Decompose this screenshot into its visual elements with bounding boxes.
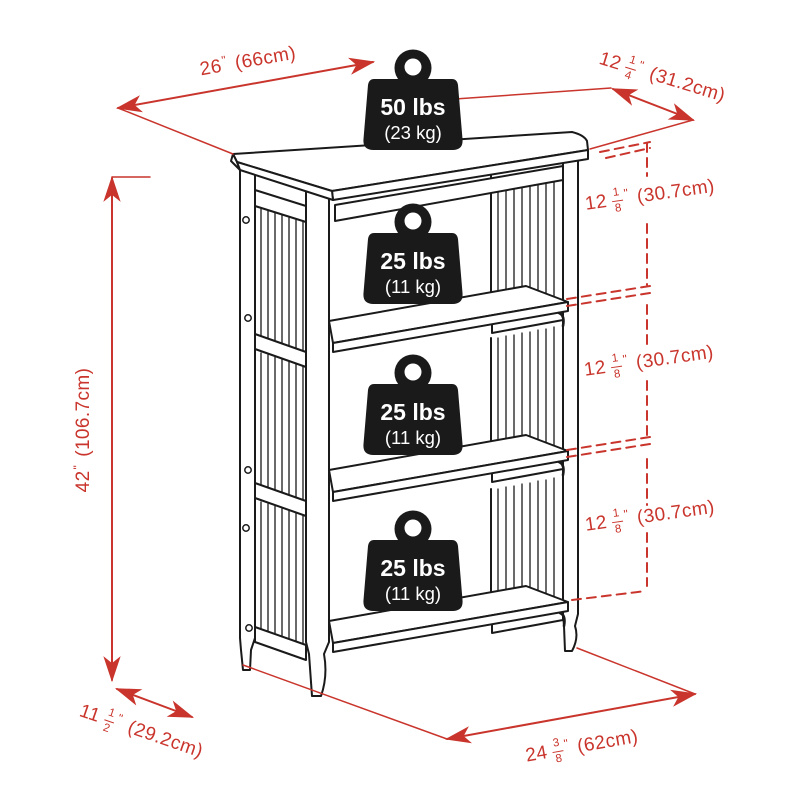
right-side-panel	[490, 169, 564, 634]
weight-icon-shelf-1: 25 lbs (11 kg)	[363, 203, 463, 304]
weight-kilograms-label: (23 kg)	[384, 122, 442, 143]
shelf-1	[328, 285, 569, 353]
dim-line-top-depth	[454, 87, 696, 159]
numerator: 1	[610, 185, 623, 202]
whole-number: 12	[596, 48, 624, 75]
dim-line-bottom-depth	[114, 688, 195, 718]
weight-pounds-label: 25 lbs	[380, 248, 445, 274]
right-slats	[497, 177, 555, 620]
whole-number: 24	[523, 742, 550, 767]
back-left-leg	[239, 165, 256, 671]
weight-pounds-label: 25 lbs	[380, 399, 445, 425]
dim-dashes-shelf-spacing	[566, 142, 651, 601]
weight-pounds-label: 25 lbs	[380, 555, 445, 581]
front-right-leg	[562, 150, 579, 652]
screw-holes	[242, 216, 253, 632]
numerator: 1	[609, 351, 622, 368]
denominator: 8	[554, 752, 564, 766]
weight-kilograms-label: (11 kg)	[385, 276, 441, 297]
left-rail-3	[254, 626, 307, 661]
dim-line-top-width	[115, 57, 376, 155]
left-rail-2	[254, 482, 307, 517]
denominator: 2	[101, 721, 112, 735]
weight-icon-shelf-2: 25 lbs (11 kg)	[363, 354, 463, 455]
inch-mark: "	[622, 186, 630, 201]
weight-kilograms-label: (11 kg)	[385, 583, 441, 604]
left-top-rail	[254, 189, 307, 223]
imperial-value: 42 "	[71, 464, 95, 493]
shelf-2	[328, 434, 569, 502]
weight-pounds-label: 50 lbs	[380, 94, 445, 120]
denominator: 4	[623, 68, 634, 83]
inch-mark: "	[621, 352, 629, 367]
shelf-3	[328, 585, 569, 653]
front-left-leg	[305, 183, 330, 697]
weight-kilograms-label: (11 kg)	[385, 427, 441, 448]
tabletop	[230, 131, 589, 201]
inch-mark: "	[562, 736, 570, 751]
denominator: 8	[614, 522, 623, 536]
whole-number: 12	[583, 191, 609, 215]
denominator: 8	[613, 367, 622, 381]
denominator: 8	[614, 201, 623, 215]
dim-line-height	[103, 175, 151, 683]
left-slats	[260, 208, 304, 644]
shelves	[328, 285, 569, 653]
imperial-value: 26 "	[198, 53, 229, 81]
shelf-brackets	[557, 311, 566, 628]
metric-value: (106.7cm)	[73, 367, 94, 457]
weight-icon-shelf-3: 25 lbs (11 kg)	[363, 510, 463, 611]
inch-mark: "	[622, 507, 630, 522]
left-side-panel	[254, 189, 307, 661]
inch-mark: "	[71, 464, 85, 470]
whole-number: 12	[583, 512, 609, 536]
whole-number: 12	[582, 357, 608, 381]
dimension-label-height: 42 " (106.7cm)	[71, 367, 95, 493]
weight-icon-top: 50 lbs (23 kg)	[363, 49, 463, 150]
whole-number: 42	[73, 470, 94, 493]
left-rail-1	[254, 333, 307, 368]
numerator: 1	[610, 506, 623, 523]
left-legs	[239, 165, 330, 697]
dim-line-bottom-width	[242, 647, 698, 744]
whole-number: 26	[198, 55, 224, 81]
